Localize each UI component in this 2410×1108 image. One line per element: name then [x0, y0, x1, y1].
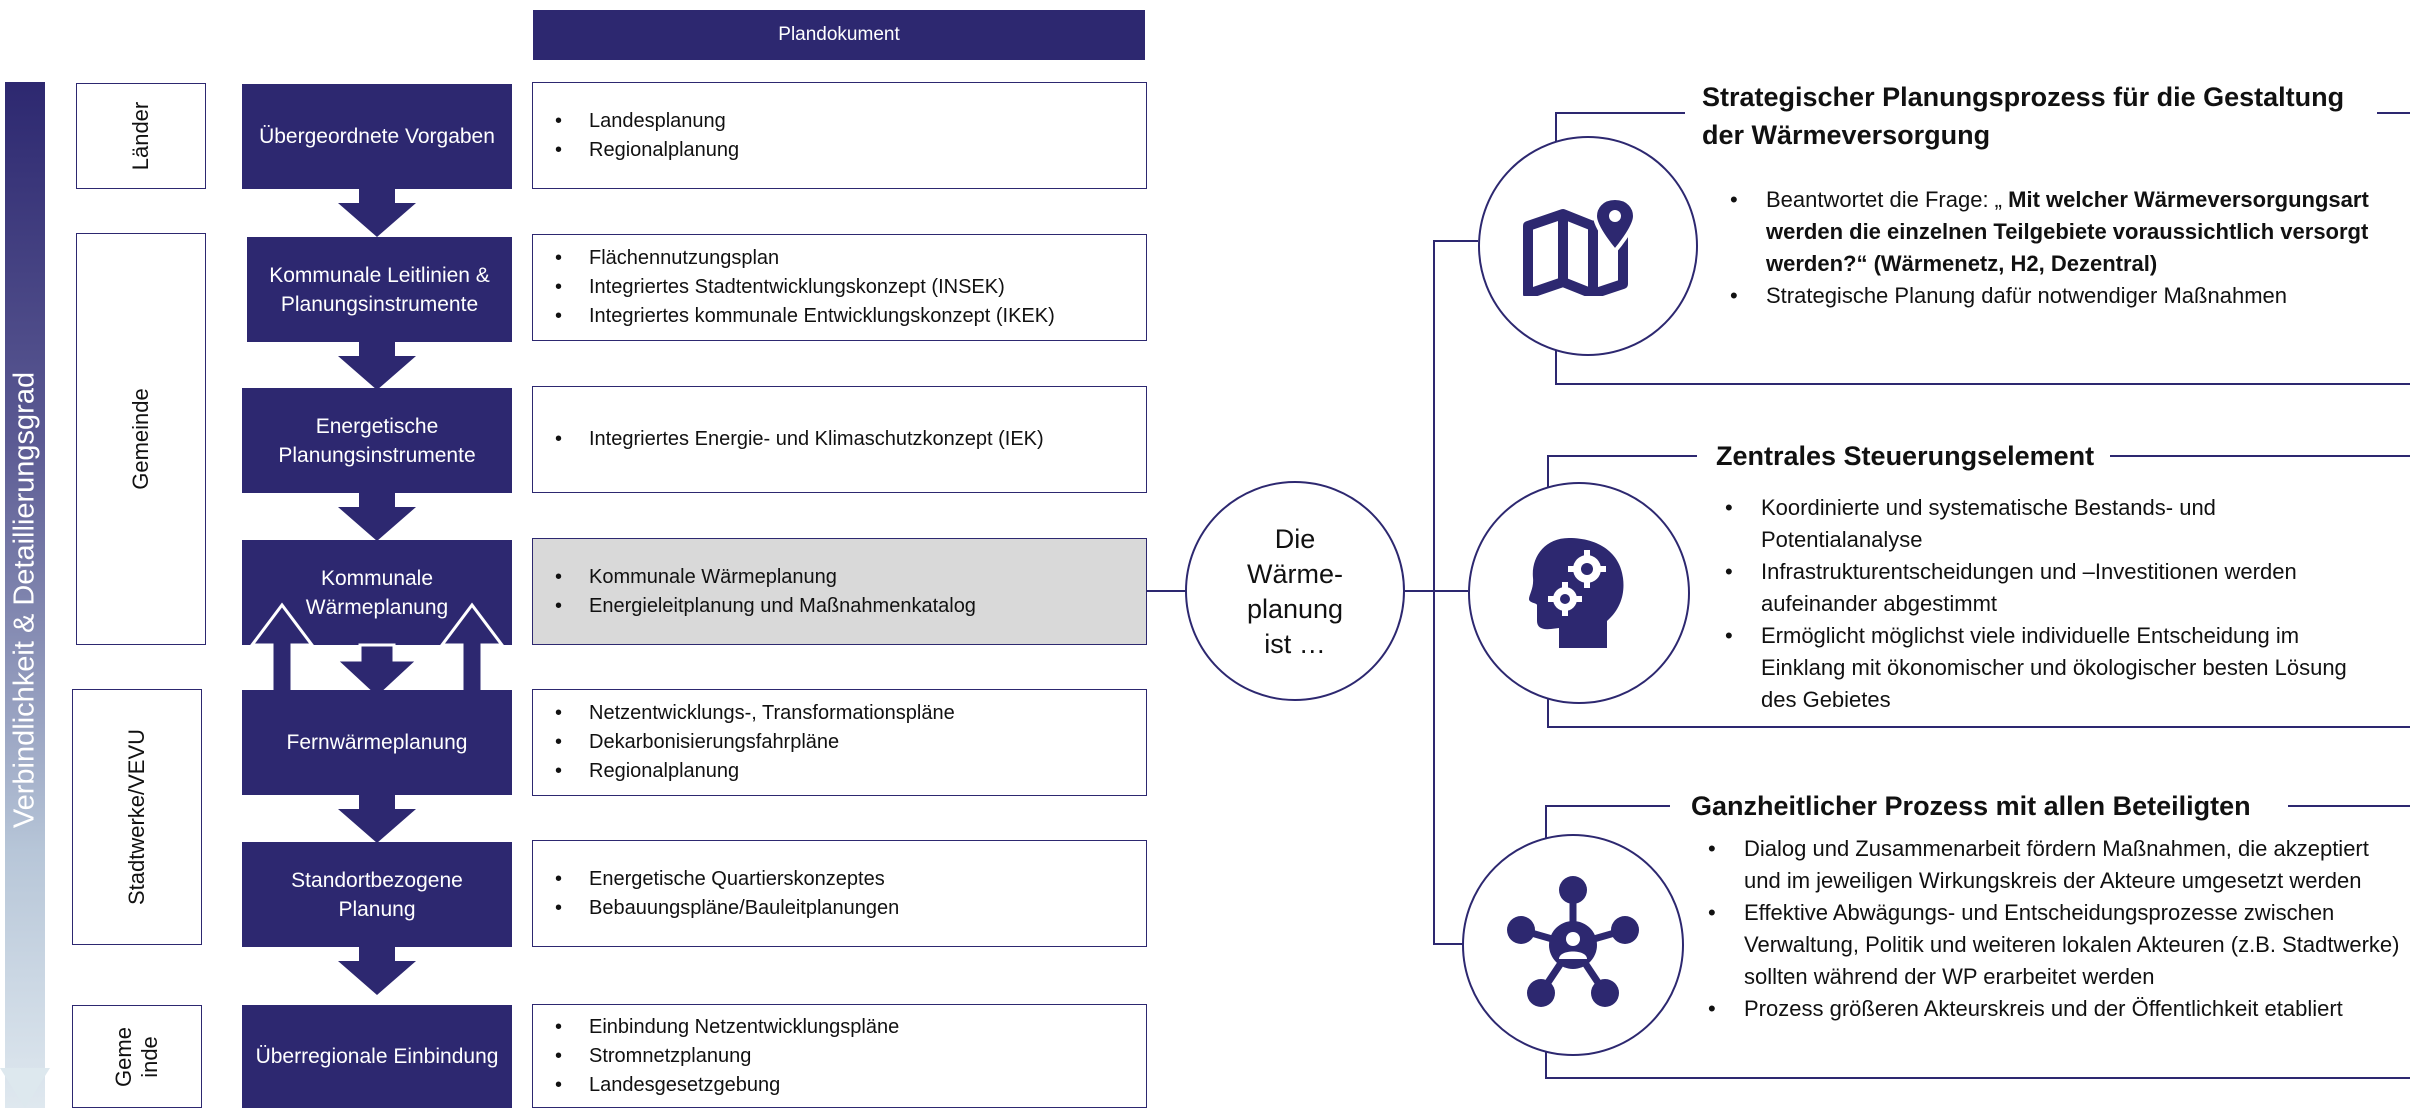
panel-bullet: Beantwortet die Frage: „ Mit welcher Wär… [1730, 184, 2370, 280]
plan-doc-box: Energetische QuartierskonzeptesBebauungs… [532, 840, 1147, 947]
plan-doc-item: Landesplanung [555, 107, 739, 136]
level-gemeinde-bottom: Geme inde [72, 1005, 202, 1108]
flow-arrow-stem [359, 947, 395, 961]
connector-line [1433, 590, 1468, 592]
flow-arrow-stem [359, 795, 395, 809]
panel-frame [2288, 805, 2410, 807]
flow-arrow-down [338, 203, 416, 237]
center-circle [1185, 481, 1405, 701]
flow-arrow-stem [359, 493, 395, 507]
flow-arrow-down [338, 507, 416, 541]
level-label: Gemeinde [128, 388, 153, 490]
plan-doc-box: Einbindung NetzentwicklungspläneStromnet… [532, 1004, 1147, 1108]
level-label: Länder [128, 101, 153, 171]
plan-doc-item: Stromnetzplanung [555, 1042, 899, 1071]
panel-frame [1545, 805, 1670, 807]
plan-doc-item: Energetische Quartierskonzeptes [555, 865, 899, 894]
panel-bullets-strategisch: Beantwortet die Frage: „ Mit welcher Wär… [1730, 184, 2370, 312]
process-standortbezogene-planung: Standortbezogene Planung [242, 842, 512, 947]
flow-arrow-stem [359, 342, 395, 356]
plan-doc-item: Dekarbonisierungsfahrpläne [555, 728, 955, 757]
level-label: Geme inde [111, 1026, 162, 1087]
panel-bullets-ganzheitlich: Dialog und Zusammenarbeit fördern Maßnah… [1708, 833, 2410, 1025]
plan-doc-item: Regionalplanung [555, 136, 739, 165]
plan-doc-item: Flächennutzungsplan [555, 244, 1055, 273]
plan-doc-item: Integriertes Energie- und Klimaschutzkon… [555, 425, 1044, 454]
panel-frame [1555, 383, 2410, 385]
panel-bullet: Strategische Planung dafür notwendiger M… [1730, 280, 2370, 312]
process-ueberregionale-einbindung: Überregionale Einbindung [242, 1005, 512, 1108]
panel-frame [1547, 455, 1697, 457]
network-people-icon [1507, 876, 1639, 1007]
center-line: Wärme- [1247, 559, 1343, 589]
panel-icon-circle [1468, 482, 1690, 704]
level-gemeinde: Gemeinde [76, 233, 206, 645]
center-line: Die [1274, 524, 1316, 554]
panel-bullet: Infrastrukturentscheidungen und –Investi… [1725, 556, 2365, 620]
bullet-text: Beantwortet die Frage: „ [1766, 187, 2009, 212]
level-laender: Länder [76, 83, 206, 189]
panel-frame [1555, 112, 1685, 114]
panel-title-ganzheitlich: Ganzheitlicher Prozess mit allen Beteili… [1675, 787, 2267, 825]
center-text: Die Wärme- planung ist … [1185, 522, 1405, 662]
plan-doc-item: Bebauungspläne/Bauleitplanungen [555, 894, 899, 923]
process-fernwaermeplanung: Fernwärmeplanung [242, 690, 512, 795]
process-kommunale-leitlinien: Kommunale Leitlinien & Planungsinstrumen… [247, 237, 512, 342]
map-pin-icon [1523, 196, 1638, 296]
panel-frame [1545, 1077, 2410, 1079]
panel-bullets-steuerung: Koordinierte und systematische Bestands-… [1725, 492, 2365, 716]
process-energetische-planungsinstrumente: Energetische Planungsinstrumente [242, 388, 512, 493]
plan-doc-item: Integriertes Stadtentwicklungskonzept (I… [555, 273, 1055, 302]
plan-doc-item: Integriertes kommunale Entwicklungskonze… [555, 302, 1055, 331]
panel-title-steuerung: Zentrales Steuerungselement [1700, 437, 2111, 475]
panel-bullet: Effektive Abwägungs- und Entscheidungspr… [1708, 897, 2410, 993]
process-uebergeordnete-vorgaben: Übergeordnete Vorgaben [242, 84, 512, 189]
detail-arrow-head [0, 1068, 50, 1108]
connector-line [1147, 590, 1187, 592]
panel-icon-circle [1462, 834, 1684, 1056]
panel-bullet: Koordinierte und systematische Bestands-… [1725, 492, 2365, 556]
panel-frame [2092, 455, 2410, 457]
level-stadtwerke: Stadtwerke/VEVU [72, 689, 202, 945]
plan-doc-box-highlight: Kommunale WärmeplanungEnergieleitplanung… [532, 538, 1147, 645]
plan-doc-item: Einbindung Netzentwicklungspläne [555, 1013, 899, 1042]
panel-title-strategisch: Strategischer Planungsprozess für die Ge… [1692, 78, 2377, 154]
plan-doc-item: Kommunale Wärmeplanung [555, 563, 976, 592]
flow-arrow-stem [359, 189, 395, 203]
panel-icon-circle [1478, 136, 1698, 356]
connector-line [1433, 943, 1468, 945]
connector-line [1405, 590, 1435, 592]
flow-arrow-down [338, 809, 416, 843]
plan-doc-item: Landesgesetzgebung [555, 1071, 899, 1100]
panel-frame [2375, 112, 2410, 114]
flow-arrow-down [338, 961, 416, 995]
plan-doc-item: Netzentwicklungs-, Transformationspläne [555, 699, 955, 728]
plan-doc-box: LandesplanungRegionalplanung [532, 82, 1147, 189]
head-gears-icon [1529, 538, 1624, 648]
plan-doc-item: Regionalplanung [555, 757, 955, 786]
center-line: ist … [1264, 629, 1326, 659]
panel-bullet: Dialog und Zusammenarbeit fördern Maßnah… [1708, 833, 2410, 897]
bullet-bold-text: Mit welcher Wärmeversorgungsart werden d… [1766, 187, 2369, 276]
panel-frame [1547, 726, 2410, 728]
plan-doc-box: Integriertes Energie- und Klimaschutzkon… [532, 386, 1147, 493]
plan-doc-box: FlächennutzungsplanIntegriertes Stadtent… [532, 234, 1147, 341]
detail-gradient-arrow [5, 82, 45, 1108]
plan-header: Plandokument [533, 10, 1145, 60]
panel-bullet: Prozess größeren Akteurskreis und der Öf… [1708, 993, 2410, 1025]
connector-vertical [1433, 240, 1435, 945]
center-line: planung [1246, 594, 1344, 624]
level-label: Stadtwerke/VEVU [124, 728, 149, 906]
flow-arrow-down [338, 356, 416, 390]
axis-label: Verbindlichkeit & Detaillierungsgrad [8, 371, 41, 829]
plan-doc-box: Netzentwicklungs-, TransformationspläneD… [532, 689, 1147, 796]
panel-title-line: Strategischer Planungsprozess für die Ge… [1702, 82, 2345, 112]
plan-doc-item: Energieleitplanung und Maßnahmenkatalog [555, 592, 976, 621]
panel-bullet: Ermöglicht möglichst viele individuelle … [1725, 620, 2365, 716]
panel-title-line: der Wärmeversorgung [1702, 120, 1991, 150]
connector-line [1433, 240, 1478, 242]
